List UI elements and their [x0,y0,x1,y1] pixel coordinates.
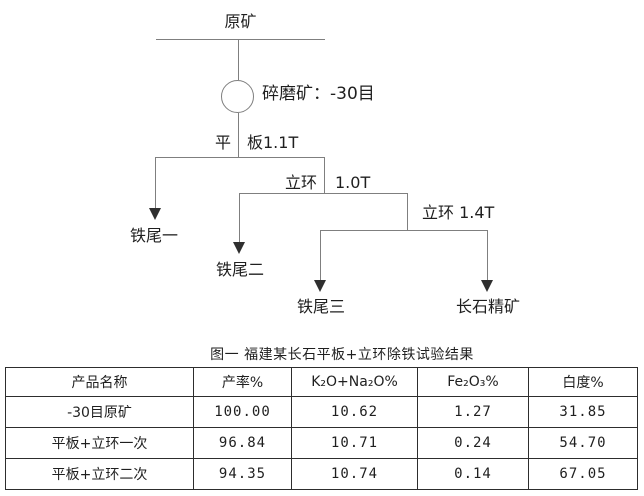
cell-yield: 100.00 [193,396,292,428]
ring2-separator-label: 立环 1.4T [422,203,495,222]
plate-separator-label-left: 平 [214,133,231,152]
tailings2-label: 铁尾二 [215,260,264,279]
figure-caption: 图一 福建某长石平板+立环除铁试验结果 [210,347,474,363]
concentrate-label: 长石精矿 [455,297,520,316]
ring1-separator-label-left: 立环 [284,173,317,192]
cell-whiteness: 54.70 [528,427,638,459]
cell-product: -30目原矿 [5,396,194,428]
feed-bar-line [156,39,325,40]
table-row: 平板+立环二次 94.35 10.74 0.14 67.05 [5,458,638,490]
results-table: 产品名称 产率% K₂O+Na₂O% Fe₂O₃% 白度% -30目原矿 100… [5,367,638,490]
column-header-whiteness: 白度% [528,367,638,397]
table-row: -30目原矿 100.00 10.62 1.27 31.85 [5,396,638,428]
feed-ore-label: 原矿 [224,12,257,31]
cell-yield: 94.35 [193,458,292,490]
cell-k2o-na2o: 10.74 [291,458,418,490]
tailings2-arrowhead [233,242,245,254]
ring1-to-ring2-line [407,193,408,230]
column-header-k2o-na2o: K₂O+Na₂O% [291,367,418,397]
cell-fe2o3: 1.27 [417,396,529,428]
cell-fe2o3: 0.24 [417,427,529,459]
tailings3-arrowhead [314,280,326,292]
concentrate-arrowhead [481,280,493,292]
ring1-split-line [239,193,408,194]
cell-fe2o3: 0.14 [417,458,529,490]
ring2-split-line [320,230,488,231]
cell-k2o-na2o: 10.71 [291,427,418,459]
mill-to-plate-line [238,113,239,157]
plate-separator-label-right: 板1.1T [247,133,299,152]
tailings3-label: 铁尾三 [296,297,345,316]
cell-whiteness: 31.85 [528,396,638,428]
cell-product: 平板+立环二次 [5,458,194,490]
tailings3-drop-line [320,230,321,281]
column-header-yield: 产率% [193,367,292,397]
ring1-separator-label-right: 1.0T [335,173,371,192]
column-header-fe2o3: Fe₂O₃% [417,367,529,397]
cell-product: 平板+立环一次 [5,427,194,459]
table-header-row: 产品名称 产率% K₂O+Na₂O% Fe₂O₃% 白度% [5,367,638,397]
cell-yield: 96.84 [193,427,292,459]
grinding-mill-label: 碎磨矿：-30目 [262,84,375,104]
tailings2-drop-line [239,193,240,243]
feed-to-mill-line [238,39,239,80]
tailings1-label: 铁尾一 [129,226,178,245]
plate-split-line [155,157,325,158]
table-row: 平板+立环一次 96.84 10.71 0.24 54.70 [5,427,638,459]
cell-whiteness: 67.05 [528,458,638,490]
cell-k2o-na2o: 10.62 [291,396,418,428]
plate-to-ring1-line [324,157,325,193]
concentrate-drop-line [487,230,488,281]
grinding-mill-node [221,80,254,113]
tailings1-arrowhead [149,208,161,220]
tailings1-drop-line [155,157,156,209]
column-header-product: 产品名称 [5,367,194,397]
